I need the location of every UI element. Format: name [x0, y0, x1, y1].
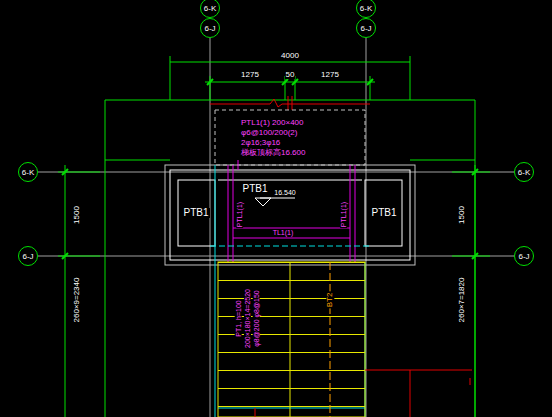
axis-bubble: 6-J — [514, 246, 534, 266]
axis-bubble: 6-K — [514, 162, 534, 182]
axis-label: 6-K — [360, 4, 372, 13]
axis-label: 6-J — [518, 252, 529, 261]
axis-label: 6-J — [22, 252, 33, 261]
axis-label: 6-K — [204, 4, 216, 13]
axis-bubble: 6-K — [356, 0, 376, 18]
axis-label: 6-K — [22, 168, 34, 177]
beam-label: TL1(1) — [272, 229, 295, 236]
stair-note: PT1, h=100 — [234, 299, 241, 337]
beam-note: 2φ16;3φ16 — [240, 139, 281, 147]
dimension: 50 — [285, 71, 296, 79]
slab-label: PTB1 — [241, 184, 268, 194]
beam-label: PTL1(1) — [236, 200, 243, 227]
axis-bubble: 6-K — [18, 162, 38, 182]
axis-bubble: 6-K — [200, 0, 220, 18]
stair-note: φ8@200 φ8@150 — [252, 289, 259, 347]
beam-note: φ6@100/200(2) — [240, 129, 298, 137]
dimension: 4000 — [280, 52, 300, 60]
dimension: 1500 — [73, 205, 81, 225]
dimension: 260×9=2340 — [73, 277, 81, 324]
axis-label: 6-J — [204, 24, 215, 33]
stair-label: BT2 — [326, 292, 334, 309]
dimension: 260×7=1820 — [458, 277, 466, 324]
slab-label: PTB1 — [370, 208, 397, 218]
axis-label: 6-J — [360, 24, 371, 33]
elevation: 16.540 — [273, 189, 296, 196]
dimension: 1275 — [320, 71, 340, 79]
axis-bubble: 6-J — [200, 18, 220, 38]
axis-bubble: 6-J — [18, 246, 38, 266]
beam-label: PTL1(1) — [340, 200, 347, 227]
slab-label: PTB1 — [182, 208, 209, 218]
dimension: 1275 — [240, 71, 260, 79]
axis-label: 6-K — [518, 168, 530, 177]
dimension: 1500 — [458, 205, 466, 225]
beam-note: PTL1(1) 200×400 — [240, 119, 305, 127]
beam-note: 梯板顶标高16.600 — [240, 149, 306, 157]
stair-note: 200×180×14=2520 — [243, 288, 250, 349]
axis-bubble: 6-J — [356, 18, 376, 38]
